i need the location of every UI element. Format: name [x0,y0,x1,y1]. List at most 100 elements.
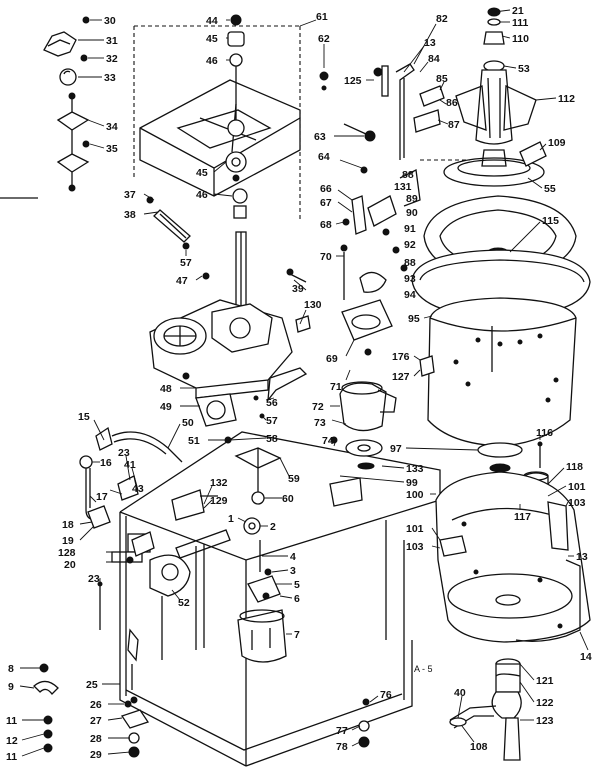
callout-12: 12 [6,735,18,747]
small-parts-upper-left [0,16,90,199]
callout-111: 111 [512,17,529,29]
callout-90: 90 [406,207,418,219]
callout-82: 82 [436,13,448,25]
callout-95: 95 [408,313,420,325]
callout-21: 21 [512,5,524,17]
callout-115: 115 [542,215,559,227]
pump-and-mount-parts [234,447,287,663]
callout-9: 9 [8,681,14,693]
callout-109: 109 [548,137,566,149]
callout-13: 13 [424,37,436,49]
callout-76: 76 [380,689,392,701]
callout-63: 63 [314,131,326,143]
callout-133: 133 [406,463,424,475]
callout-55: 55 [544,183,556,195]
callout-99: 99 [406,477,418,489]
callout-88-lower: 88 [404,257,416,269]
callout-88: 88 [402,169,414,181]
callout-62: 62 [318,33,330,45]
callout-45: 45 [206,33,218,45]
agitator-assembly [443,7,547,187]
callout-108: 108 [470,741,488,753]
callout-34: 34 [106,121,118,133]
callout-73: 73 [314,417,326,429]
callout-94: 94 [404,289,416,301]
callout-87: 87 [448,119,460,131]
callout-49: 49 [160,401,172,413]
transmission-assembly [149,231,293,444]
callout-100: 100 [406,489,424,501]
callout-3: 3 [290,565,296,577]
motor-and-bracket-parts [259,63,445,470]
callout-39: 39 [292,283,304,295]
callout-8: 8 [8,663,14,675]
callout-57-lower: 57 [266,415,278,427]
callout-121: 121 [536,675,554,687]
callout-131: 131 [394,181,412,193]
callout-47: 47 [176,275,188,287]
callout-128: 128 [58,547,76,559]
callout-33: 33 [104,72,116,84]
part-number-callouts: 30 31 32 33 34 35 37 38 57 44 45 46 61 6… [6,5,592,763]
callout-59: 59 [288,473,300,485]
callout-20: 20 [64,559,76,571]
callout-85: 85 [436,73,448,85]
callout-a5: A - 5 [414,664,433,674]
callout-93: 93 [404,273,416,285]
callout-44: 44 [206,15,218,27]
callout-132: 132 [210,477,228,489]
callout-2: 2 [270,521,276,533]
callout-92: 92 [404,239,416,251]
callout-52: 52 [178,597,190,609]
callout-48: 48 [160,383,172,395]
callout-70: 70 [320,251,332,263]
callout-19: 19 [62,535,74,547]
callout-61: 61 [316,11,328,23]
callout-6: 6 [294,593,300,605]
callout-13-lower: 13 [576,551,588,563]
callout-27: 27 [90,715,102,727]
callout-101-lower: 101 [406,523,424,535]
callout-57: 57 [180,257,192,269]
callout-118: 118 [566,461,583,473]
tub-cover-and-wash-tub [411,159,591,447]
callout-103-lower: 103 [406,541,424,553]
callout-123: 123 [536,715,554,727]
leader-lines [19,9,589,757]
brake-spring-parts [146,196,191,250]
callout-66: 66 [320,183,332,195]
callout-64: 64 [318,151,330,163]
callout-130: 130 [304,299,322,311]
callout-51: 51 [188,435,200,447]
callout-15: 15 [78,411,90,423]
callout-4: 4 [290,551,296,563]
callout-116: 116 [536,427,553,439]
callout-112: 112 [558,93,575,105]
transmission-top-plate-assembly [133,14,329,220]
callout-11-lower: 11 [6,751,17,763]
callout-18: 18 [62,519,74,531]
callout-46: 46 [206,55,218,67]
callout-110: 110 [512,33,529,45]
callout-35: 35 [106,143,118,155]
callout-60: 60 [282,493,294,505]
outer-tub-base [435,441,591,643]
callout-125: 125 [344,75,362,87]
callout-74: 74 [322,435,334,447]
callout-45-lower: 45 [196,167,208,179]
callout-97: 97 [390,443,402,455]
callout-38: 38 [124,209,136,221]
callout-71: 71 [330,381,342,393]
callout-50: 50 [182,417,194,429]
callout-14: 14 [580,651,592,663]
leveling-legs-left [33,663,150,758]
callout-67: 67 [320,197,332,209]
callout-91: 91 [404,223,416,235]
callout-23: 23 [118,447,130,459]
callout-56: 56 [266,397,278,409]
callout-103: 103 [568,497,586,509]
callout-5: 5 [294,579,300,591]
callout-31: 31 [106,35,118,47]
callout-25: 25 [86,679,98,691]
callout-58: 58 [266,433,278,445]
